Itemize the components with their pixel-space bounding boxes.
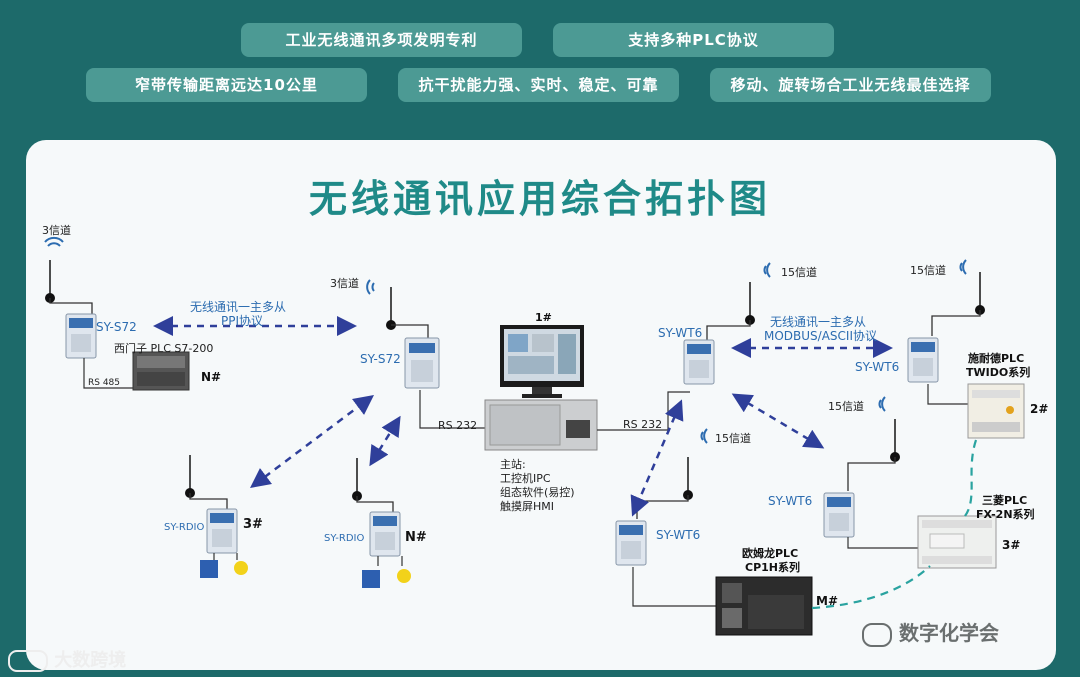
feature-pill-range: 窄带传输距离远达10公里 xyxy=(86,68,367,102)
feature-pill-plc-protocols: 支持多种PLC协议 xyxy=(553,23,834,57)
watermark-right-text: 数字化学会 xyxy=(898,621,999,645)
sy-rdio-left-device xyxy=(184,454,248,578)
device-label: SY-RDIO xyxy=(324,533,365,544)
diagram-title: 无线通讯应用综合拓扑图 xyxy=(308,177,771,221)
node-number: N# xyxy=(201,370,222,384)
signal-icon xyxy=(763,262,771,278)
device-label: SY-WT6 xyxy=(656,528,701,542)
device-label: SY-RDIO xyxy=(164,522,205,533)
device-label: SY-WT6 xyxy=(768,494,813,508)
sy-wt6-mitsubishi-device xyxy=(823,418,901,538)
feature-pill-mobile: 移动、旋转场合工业无线最佳选择 xyxy=(710,68,991,102)
wifi-icon xyxy=(44,236,64,247)
sy-wt6-schneider-device xyxy=(907,271,986,383)
hmi-monitor xyxy=(500,325,584,398)
watermark-right: 数字化学会 xyxy=(862,617,999,647)
protocol-label: PPI协议 xyxy=(221,314,264,328)
plc-label: 施耐德PLC xyxy=(968,352,1025,365)
device-label: SY-WT6 xyxy=(658,326,703,340)
channel-label: 15信道 xyxy=(781,266,817,279)
mitsubishi-plc xyxy=(917,515,997,569)
interface-label: RS 485 xyxy=(88,378,121,388)
channel-label: 3信道 xyxy=(42,224,71,237)
master-station-label: 组态软件(易控) xyxy=(500,486,575,499)
omron-plc xyxy=(715,576,813,636)
lamp-icon xyxy=(234,561,248,575)
protocol-label: MODBUS/ASCII协议 xyxy=(764,329,877,343)
watermark-left-text: 大数跨境 xyxy=(54,650,127,671)
node-number: M# xyxy=(816,594,838,608)
protocol-label: 无线通讯一主多从 xyxy=(190,300,287,314)
sy-wt6-omron-device xyxy=(615,456,694,566)
node-number: 1# xyxy=(535,311,552,324)
device-label: SY-S72 xyxy=(360,352,401,366)
interface-label: RS 232 xyxy=(623,418,663,431)
node-number: 3# xyxy=(1002,538,1021,552)
sy-rdio-right-device xyxy=(351,457,411,588)
master-station-label: 触摸屏HMI xyxy=(500,500,555,513)
sy-wt6-top-device xyxy=(683,281,756,385)
node-number: N# xyxy=(405,530,427,545)
sy-s72-center-device xyxy=(385,286,440,389)
signal-icon xyxy=(700,428,708,444)
wireless-links xyxy=(153,316,893,517)
master-station-label: 主站: xyxy=(500,458,526,471)
signal-icon xyxy=(959,259,967,275)
feature-pill-patents: 工业无线通讯多项发明专利 xyxy=(241,23,522,57)
device-label: SY-S72 xyxy=(96,320,137,334)
signal-icon xyxy=(878,396,886,412)
panel-icon xyxy=(200,560,218,578)
plc-label: FX-2N系列 xyxy=(976,508,1035,521)
signal-icon xyxy=(366,279,375,295)
plc-label: 欧姆龙PLC xyxy=(742,547,799,560)
panel-icon xyxy=(362,570,380,588)
feature-pill-reliability: 抗干扰能力强、实时、稳定、可靠 xyxy=(398,68,679,102)
protocol-label: 无线通讯一主多从 xyxy=(770,315,867,329)
plc-label: TWIDO系列 xyxy=(966,366,1031,379)
watermark-left: 大数跨境 xyxy=(8,646,126,672)
interface-label: RS 232 xyxy=(438,419,478,432)
plc-label: 三菱PLC xyxy=(982,494,1028,507)
plc-label: CP1H系列 xyxy=(745,561,800,574)
siemens-plc xyxy=(132,351,190,391)
plc-links xyxy=(811,439,978,610)
node-number: 3# xyxy=(243,517,263,532)
channel-label: 15信道 xyxy=(715,432,751,445)
sy-s72-left-device xyxy=(44,259,97,359)
lamp-icon xyxy=(397,569,411,583)
chat-icon xyxy=(862,622,892,647)
logo-icon xyxy=(8,650,48,672)
industrial-pc xyxy=(484,399,598,451)
channel-label: 3信道 xyxy=(330,277,359,290)
device-label: SY-WT6 xyxy=(855,360,900,374)
node-number: 2# xyxy=(1030,402,1049,416)
schneider-plc xyxy=(967,383,1025,439)
plc-label: 西门子 PLC S7-200 xyxy=(114,342,214,355)
master-station-label: 工控机IPC xyxy=(500,472,551,485)
channel-label: 15信道 xyxy=(828,400,864,413)
channel-label: 15信道 xyxy=(910,264,946,277)
